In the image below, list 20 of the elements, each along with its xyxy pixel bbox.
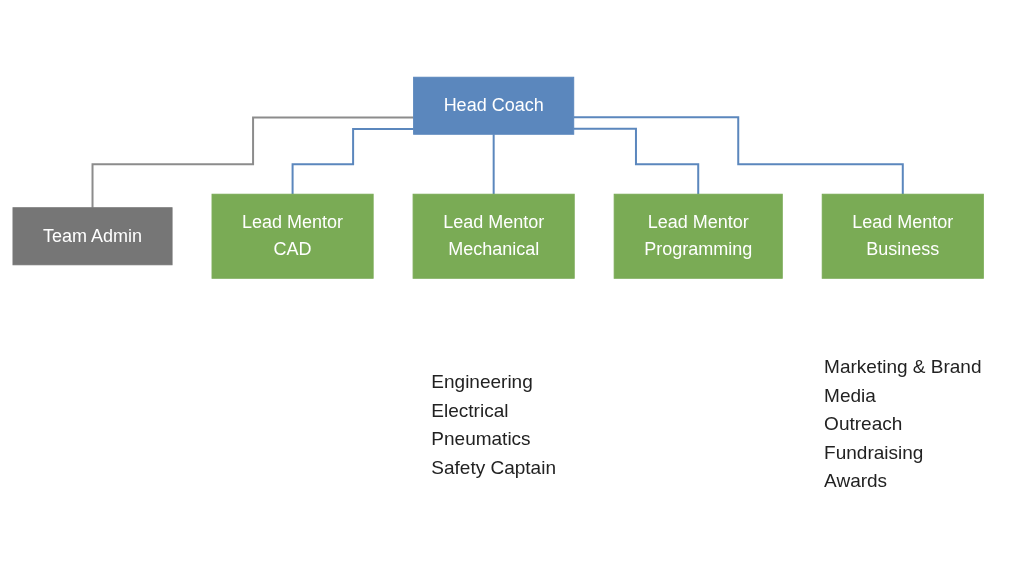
- node-label: Marketing & Brand: [823, 356, 982, 378]
- node-box: Lead Mentor CAD: [211, 193, 374, 279]
- node-label: Engineering: [431, 370, 533, 392]
- node-box: Lead Mentor Business: [821, 193, 984, 279]
- connector: [91, 116, 415, 209]
- connector: [572, 116, 904, 196]
- node-label: Electrical: [431, 399, 509, 420]
- node-label: Safety Captain: [431, 456, 556, 477]
- node-box: Lead Mentor Programming: [613, 193, 783, 279]
- node-box: Team Admin: [12, 207, 173, 266]
- node-box: Lead Mentor Mechanical: [412, 193, 575, 279]
- connector: [291, 128, 415, 196]
- node-label: Pneumatics: [431, 427, 531, 449]
- node-box: Head Coach: [412, 76, 574, 135]
- node-label: Media: [823, 384, 876, 406]
- connector: [492, 133, 495, 196]
- node-label: Fundraising: [823, 441, 924, 463]
- node-label: Outreach: [823, 413, 903, 435]
- connector: [572, 127, 699, 196]
- node-label: Awards: [823, 470, 887, 492]
